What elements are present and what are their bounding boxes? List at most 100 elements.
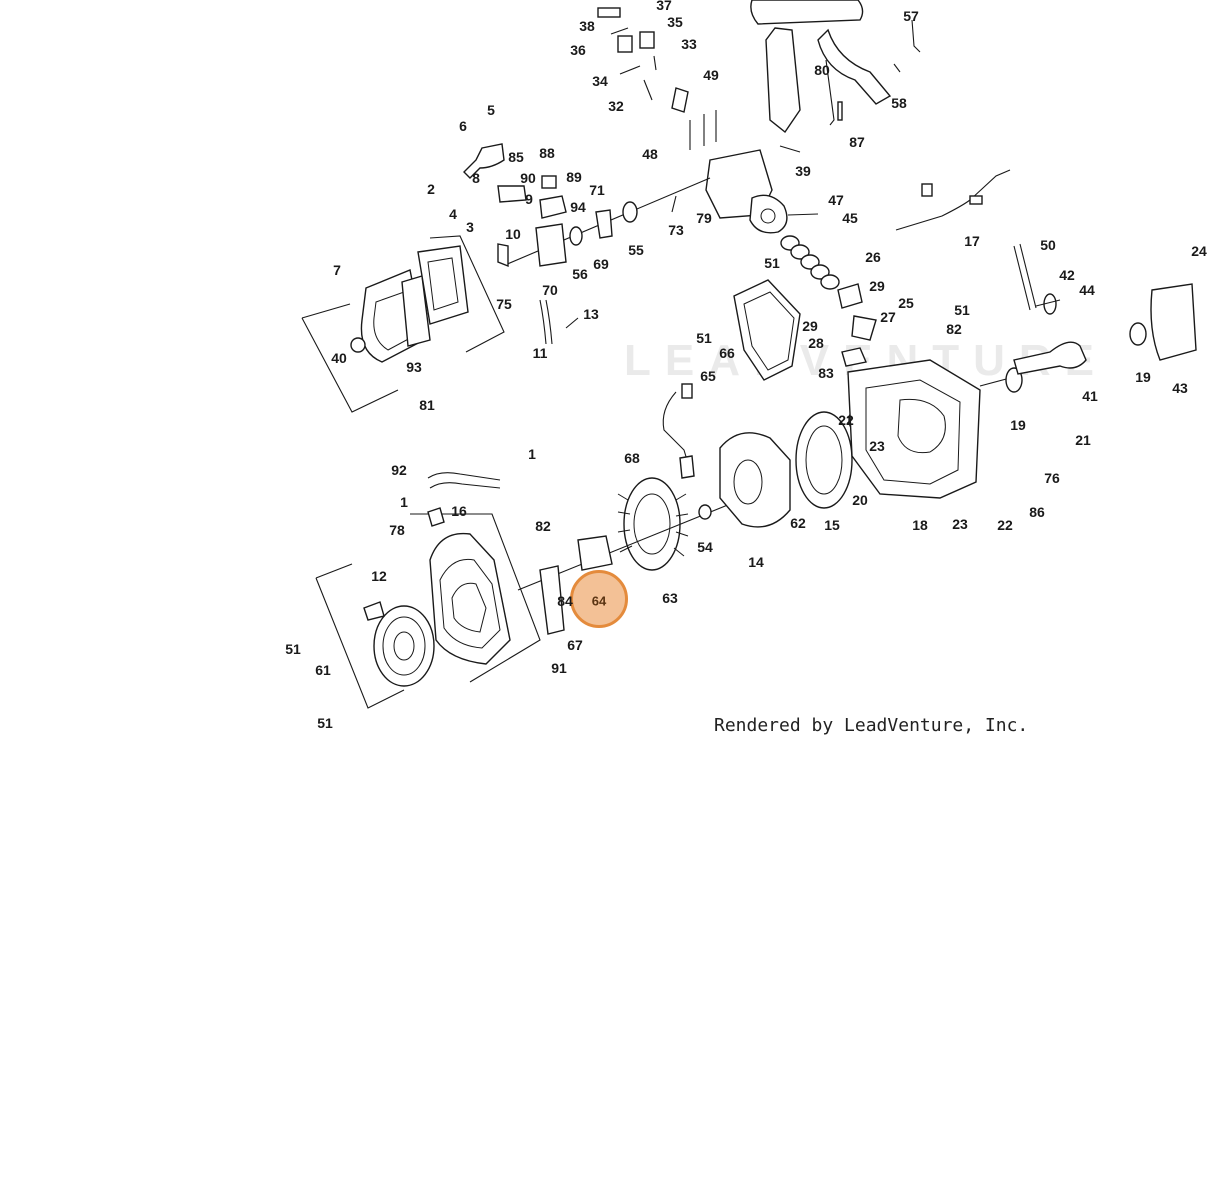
callout-29-upper[interactable]: 29 xyxy=(869,278,885,294)
highlight-circle-part-64[interactable] xyxy=(570,570,628,628)
callout-36[interactable]: 36 xyxy=(570,42,586,58)
callout-4[interactable]: 4 xyxy=(449,206,457,222)
callout-50[interactable]: 50 xyxy=(1040,237,1056,253)
callout-65[interactable]: 65 xyxy=(700,368,716,384)
callout-56[interactable]: 56 xyxy=(572,266,588,282)
callout-78[interactable]: 78 xyxy=(389,522,405,538)
callout-93[interactable]: 93 xyxy=(406,359,422,375)
callout-87[interactable]: 87 xyxy=(849,134,865,150)
callout-62[interactable]: 62 xyxy=(790,515,806,531)
callout-88[interactable]: 88 xyxy=(539,145,555,161)
callout-20[interactable]: 20 xyxy=(852,492,868,508)
callout-80[interactable]: 80 xyxy=(814,62,830,78)
callout-10[interactable]: 10 xyxy=(505,226,521,242)
callout-1-lower[interactable]: 1 xyxy=(400,494,408,510)
callout-34[interactable]: 34 xyxy=(592,73,608,89)
callout-49[interactable]: 49 xyxy=(703,67,719,83)
callout-70[interactable]: 70 xyxy=(542,282,558,298)
callout-5[interactable]: 5 xyxy=(487,102,495,118)
callout-54[interactable]: 54 xyxy=(697,539,713,555)
callout-22-lower[interactable]: 22 xyxy=(997,517,1013,533)
callout-71[interactable]: 71 xyxy=(589,182,605,198)
callout-58[interactable]: 58 xyxy=(891,95,907,111)
callout-73[interactable]: 73 xyxy=(668,222,684,238)
callout-57[interactable]: 57 xyxy=(903,8,919,24)
recoil-starter-group xyxy=(315,563,435,709)
callout-84[interactable]: 84 xyxy=(557,593,573,609)
callout-51-starter-lower[interactable]: 51 xyxy=(317,715,333,731)
callout-51-crankcase[interactable]: 51 xyxy=(954,302,970,318)
callout-27[interactable]: 27 xyxy=(880,309,896,325)
muffler-bracket-group xyxy=(750,0,921,134)
callout-23-lower[interactable]: 23 xyxy=(952,516,968,532)
callout-8[interactable]: 8 xyxy=(472,170,480,186)
callout-51-heatshield-left[interactable]: 51 xyxy=(696,330,712,346)
callout-47[interactable]: 47 xyxy=(828,192,844,208)
callout-61[interactable]: 61 xyxy=(315,662,331,678)
callout-37[interactable]: 37 xyxy=(656,0,672,13)
callout-44[interactable]: 44 xyxy=(1079,282,1095,298)
callout-38[interactable]: 38 xyxy=(579,18,595,34)
callout-41[interactable]: 41 xyxy=(1082,388,1098,404)
callout-83[interactable]: 83 xyxy=(818,365,834,381)
callout-79[interactable]: 79 xyxy=(696,210,712,226)
callout-23-upper[interactable]: 23 xyxy=(869,438,885,454)
callout-21[interactable]: 21 xyxy=(1075,432,1091,448)
callout-64-highlighted[interactable]: 64 xyxy=(591,593,607,609)
callout-2[interactable]: 2 xyxy=(427,181,435,197)
callout-82-housing[interactable]: 82 xyxy=(535,518,551,534)
callout-63[interactable]: 63 xyxy=(662,590,678,606)
callout-51-starter-upper[interactable]: 51 xyxy=(285,641,301,657)
callout-90[interactable]: 90 xyxy=(520,170,536,186)
callout-16[interactable]: 16 xyxy=(451,503,467,519)
callout-68[interactable]: 68 xyxy=(624,450,640,466)
callout-33[interactable]: 33 xyxy=(681,36,697,52)
callout-14[interactable]: 14 xyxy=(748,554,764,570)
callout-15[interactable]: 15 xyxy=(824,517,840,533)
callout-82-crankcase[interactable]: 82 xyxy=(946,321,962,337)
callout-89[interactable]: 89 xyxy=(566,169,582,185)
callout-29-lower[interactable]: 29 xyxy=(802,318,818,334)
callout-51-heatshield-top[interactable]: 51 xyxy=(764,255,780,271)
callout-13[interactable]: 13 xyxy=(583,306,599,322)
callout-11[interactable]: 11 xyxy=(532,345,548,361)
callout-66[interactable]: 66 xyxy=(719,345,735,361)
callout-22-upper[interactable]: 22 xyxy=(838,412,854,428)
callout-69[interactable]: 69 xyxy=(593,256,609,272)
callout-42[interactable]: 42 xyxy=(1059,267,1075,283)
callout-18[interactable]: 18 xyxy=(912,517,928,533)
callout-76[interactable]: 76 xyxy=(1044,470,1060,486)
callout-81[interactable]: 81 xyxy=(419,397,435,413)
callout-3[interactable]: 3 xyxy=(466,219,474,235)
callout-7[interactable]: 7 xyxy=(333,262,341,278)
callout-6[interactable]: 6 xyxy=(459,118,467,134)
callout-43[interactable]: 43 xyxy=(1172,380,1188,396)
callout-94[interactable]: 94 xyxy=(570,199,586,215)
callout-86[interactable]: 86 xyxy=(1029,504,1045,520)
callout-40[interactable]: 40 xyxy=(331,350,347,366)
fuel-line-group xyxy=(539,299,579,345)
callout-92[interactable]: 92 xyxy=(391,462,407,478)
callout-1-upper[interactable]: 1 xyxy=(528,446,536,462)
callout-75[interactable]: 75 xyxy=(496,296,512,312)
callout-25[interactable]: 25 xyxy=(898,295,914,311)
callout-48[interactable]: 48 xyxy=(642,146,658,162)
callout-67[interactable]: 67 xyxy=(567,637,583,653)
callout-45[interactable]: 45 xyxy=(842,210,858,226)
air-duct-group xyxy=(427,472,501,527)
callout-32[interactable]: 32 xyxy=(608,98,624,114)
callout-24[interactable]: 24 xyxy=(1191,243,1207,259)
callout-26[interactable]: 26 xyxy=(865,249,881,265)
carburetor-group xyxy=(463,143,613,268)
callout-85[interactable]: 85 xyxy=(508,149,524,165)
callout-91[interactable]: 91 xyxy=(551,660,567,676)
callout-55[interactable]: 55 xyxy=(628,242,644,258)
callout-19-seal[interactable]: 19 xyxy=(1010,417,1026,433)
callout-35[interactable]: 35 xyxy=(667,14,683,30)
callout-12[interactable]: 12 xyxy=(371,568,387,584)
callout-19-shaft[interactable]: 19 xyxy=(1135,369,1151,385)
callout-39[interactable]: 39 xyxy=(795,163,811,179)
callout-17[interactable]: 17 xyxy=(964,233,980,249)
callout-28[interactable]: 28 xyxy=(808,335,824,351)
callout-9[interactable]: 9 xyxy=(525,191,533,207)
